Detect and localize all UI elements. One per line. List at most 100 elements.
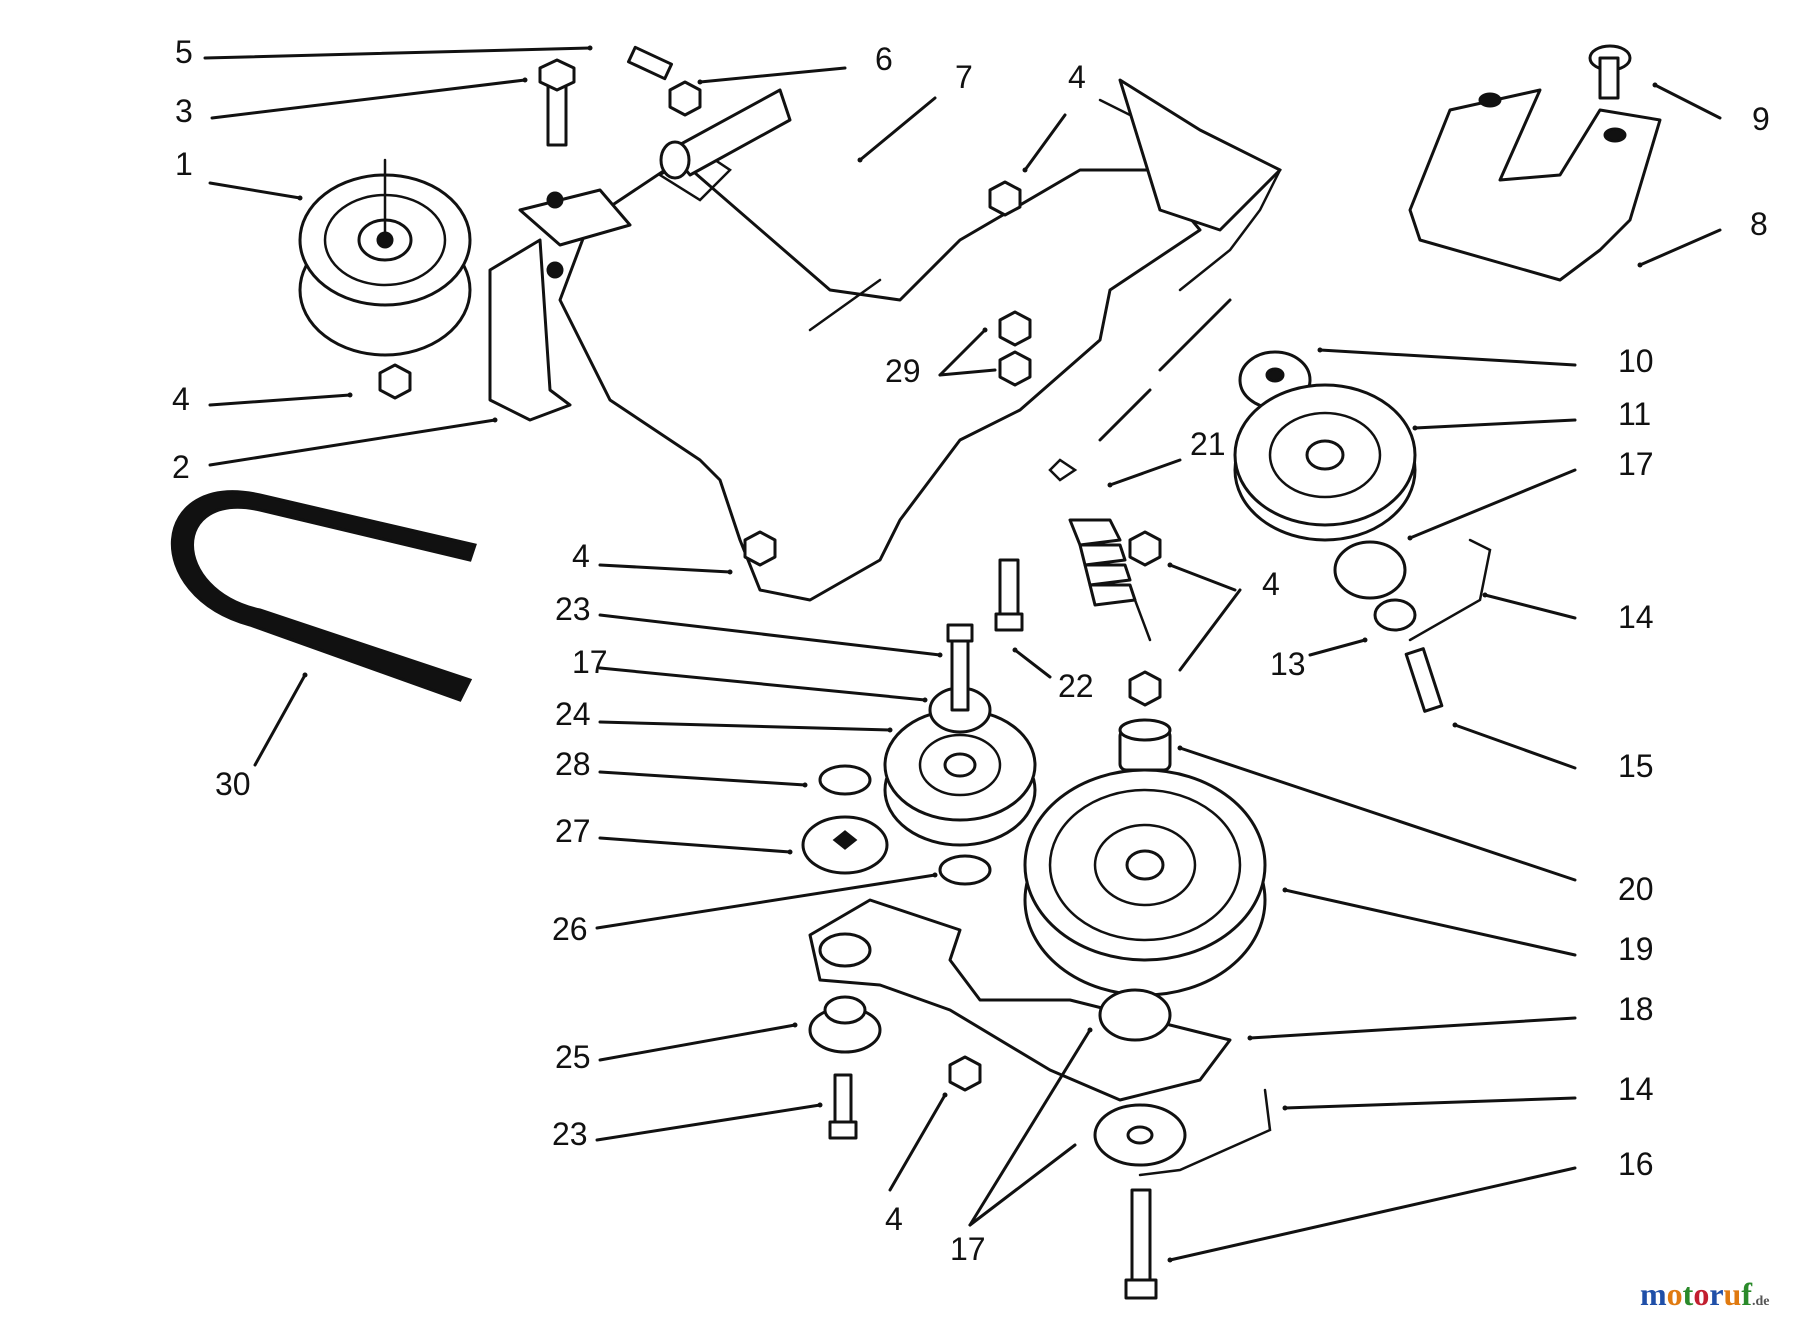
- leader-tip-13: [1362, 637, 1368, 643]
- leader-tip-14a: [1482, 592, 1488, 598]
- leader-line-14a: [1483, 593, 1577, 620]
- washer-stack-left: [801, 764, 992, 1054]
- leader-tip-14b: [1282, 1105, 1288, 1111]
- callout-label-16: 16: [1618, 1146, 1654, 1182]
- leader-line-14b: [1283, 1096, 1577, 1110]
- leader-tip-29: [982, 327, 988, 333]
- callout-label-2: 2: [172, 449, 190, 485]
- idler-pulley-right: [1233, 350, 1417, 542]
- leader-line-17c: [968, 1028, 1092, 1227]
- leader-line-3: [210, 78, 527, 120]
- leader-line-16: [1168, 1166, 1577, 1262]
- leader-line-extra-2: [968, 1143, 1077, 1227]
- idler-pulley-lower: [883, 623, 1037, 847]
- leader-tip-2: [492, 417, 498, 423]
- spacer-stack-lower: [1093, 988, 1272, 1300]
- leader-line-26: [595, 873, 937, 930]
- leader-line-15: [1453, 723, 1577, 770]
- callout-label-18: 18: [1618, 991, 1654, 1027]
- callout-label-14a: 14: [1618, 599, 1654, 635]
- watermark-letter: t: [1683, 1276, 1694, 1312]
- callout-label-23b: 23: [552, 1116, 588, 1152]
- leader-line-9: [1653, 83, 1722, 120]
- leader-tip-4c: [1022, 167, 1028, 173]
- callout-label-29: 29: [885, 353, 921, 389]
- leader-line-extra-1: [1178, 588, 1242, 672]
- drive-belt: [170, 490, 477, 702]
- callout-label-17c: 17: [950, 1231, 986, 1267]
- leader-tip-19: [1282, 887, 1288, 893]
- leader-line-6: [698, 66, 847, 84]
- callout-label-13: 13: [1270, 646, 1306, 682]
- watermark-letter: o: [1693, 1276, 1709, 1312]
- leader-tip-18: [1247, 1035, 1253, 1041]
- leader-line-23a: [598, 613, 942, 657]
- callout-label-30: 30: [215, 766, 251, 802]
- bolt-22: [994, 558, 1024, 632]
- leader-tip-24: [887, 727, 893, 733]
- callout-label-28: 28: [555, 746, 591, 782]
- callout-label-8: 8: [1750, 206, 1768, 242]
- leader-line-28: [598, 770, 807, 787]
- callout-label-20: 20: [1618, 871, 1654, 907]
- leader-line-17b: [598, 666, 927, 702]
- deck-plate: [558, 78, 1282, 602]
- hinge-rod: [659, 88, 792, 180]
- callout-label-3: 3: [175, 93, 193, 129]
- leader-tip-11: [1412, 425, 1418, 431]
- leader-line-1: [208, 181, 302, 200]
- leader-line-extra-0: [938, 368, 997, 377]
- hardware-small: [378, 45, 1162, 1140]
- leader-line-24: [598, 720, 892, 732]
- callout-label-14b: 14: [1618, 1071, 1654, 1107]
- watermark-letter: f: [1741, 1276, 1752, 1312]
- callout-label-4a: 4: [172, 381, 190, 417]
- leader-tip-1: [297, 195, 303, 201]
- leader-tip-23b: [817, 1102, 823, 1108]
- leader-line-13: [1308, 638, 1367, 657]
- leader-tip-4b: [727, 569, 733, 575]
- watermark-letter: o: [1667, 1276, 1683, 1312]
- callout-label-22: 22: [1058, 668, 1094, 704]
- leader-tip-23a: [937, 652, 943, 658]
- leader-tip-16: [1167, 1257, 1173, 1263]
- callout-label-1: 1: [175, 146, 193, 182]
- spacer-stack-right: [1333, 538, 1492, 713]
- leader-tip-17c: [1087, 1027, 1093, 1033]
- tension-spring: [1048, 458, 1152, 642]
- leader-lines: [203, 45, 1722, 1263]
- leader-line-23b: [595, 1103, 822, 1142]
- leader-tip-7: [857, 157, 863, 163]
- lower-bracket: [808, 898, 1232, 1102]
- watermark-letter: m: [1640, 1276, 1667, 1312]
- leader-tip-5: [587, 45, 593, 51]
- leader-tip-17a: [1407, 535, 1413, 541]
- leader-tip-25: [792, 1022, 798, 1028]
- leader-tip-22: [1012, 647, 1018, 653]
- leader-line-21: [1108, 458, 1182, 487]
- leader-line-7: [858, 96, 937, 162]
- callout-label-21: 21: [1190, 426, 1226, 462]
- callout-label-4e: 4: [885, 1201, 903, 1237]
- leader-line-4d: [1168, 563, 1237, 592]
- callout-label-4c: 4: [1068, 59, 1086, 95]
- watermark-logo: motoruf.de: [1640, 1276, 1769, 1312]
- leader-tip-26: [932, 872, 938, 878]
- leader-line-extra-3: [1158, 298, 1232, 372]
- leader-tip-4a: [347, 392, 353, 398]
- callout-label-4d: 4: [1262, 566, 1280, 602]
- watermark-letter: r: [1709, 1276, 1723, 1312]
- leader-line-30: [253, 673, 307, 767]
- callout-label-27: 27: [555, 813, 591, 849]
- leader-line-17a: [1408, 468, 1577, 540]
- callout-label-5: 5: [175, 34, 193, 70]
- mounting-bracket-right: [1408, 88, 1662, 282]
- callout-label-4b: 4: [572, 538, 590, 574]
- leader-line-29: [938, 328, 987, 377]
- leader-line-18: [1248, 1016, 1577, 1040]
- carriage-bolt: [1588, 44, 1632, 100]
- leader-tip-21: [1107, 482, 1113, 488]
